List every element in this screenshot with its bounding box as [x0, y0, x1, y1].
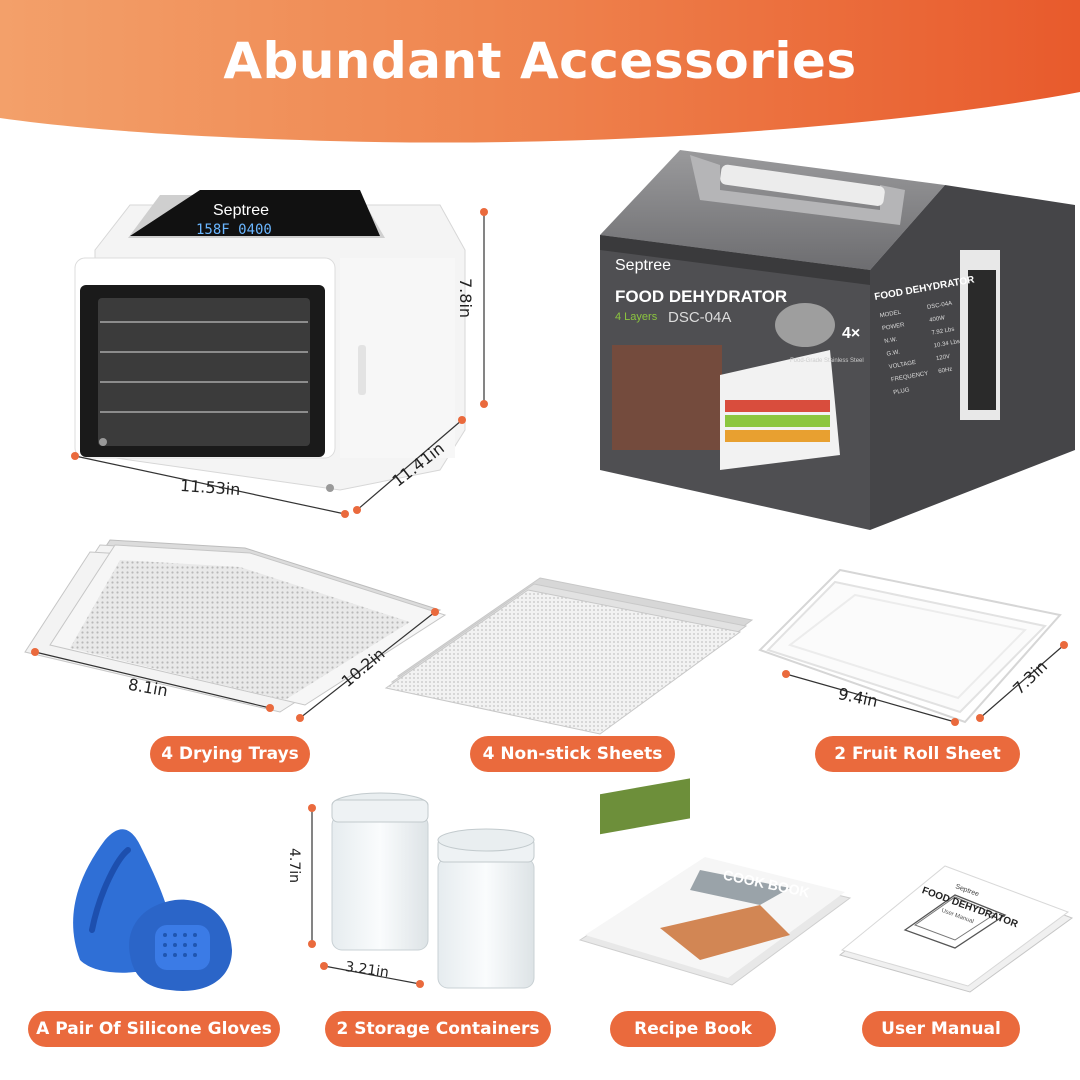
- box-spec-key: N.W.: [884, 337, 898, 345]
- box-spec-key: PLUG: [893, 387, 910, 396]
- recipe-book-image: [578, 778, 852, 986]
- box-spec-key: POWER: [882, 322, 906, 332]
- box-brand: Septree: [615, 257, 671, 274]
- dehydrator-brand: Septree: [213, 202, 269, 219]
- box-spec-value: 400W: [929, 315, 946, 324]
- label-fruit-roll-sheet: 2 Fruit Roll Sheet: [815, 736, 1020, 772]
- storage-containers-image: [331, 792, 535, 989]
- box-spec-value: 10.34 Lbs: [933, 339, 960, 349]
- box-image: [600, 150, 1075, 530]
- page-title: Abundant Accessories: [223, 32, 857, 90]
- fruit-dimension-lines: [785, 644, 1065, 723]
- box-spec-value: 120V: [936, 354, 951, 362]
- box-model: DSC-04A: [668, 309, 731, 326]
- box-tray-note: Food-Grade Stainless Steel: [790, 358, 864, 364]
- box-layers: 4 Layers: [615, 311, 658, 323]
- box-tray-count: 4×: [842, 325, 860, 342]
- box-spec-value: 7.92 Lbs: [931, 327, 955, 337]
- box-spec-value: DSC-04A: [927, 301, 953, 311]
- containers-dimension-lines: [311, 808, 421, 985]
- box-spec-value: 60Hz: [938, 367, 953, 375]
- dehydrator-height-label: 7.8in: [456, 278, 475, 319]
- label-recipe-book: Recipe Book: [610, 1011, 776, 1047]
- box-spec-key: G.W.: [886, 349, 901, 357]
- dehydrator-dimension-lines: [74, 212, 485, 515]
- fruit-roll-sheets-image: [758, 568, 1062, 724]
- gloves-image: [73, 829, 232, 991]
- trays-dimension-lines: [34, 611, 436, 719]
- containers-height-label: 4.7in: [286, 848, 302, 884]
- label-storage-containers: 2 Storage Containers: [325, 1011, 551, 1047]
- dehydrator-display: 158F 0400: [196, 222, 272, 238]
- label-silicone-gloves: A Pair Of Silicone Gloves: [28, 1011, 280, 1047]
- drying-trays-image: [24, 539, 447, 713]
- box-spec-key: VOLTAGE: [888, 360, 916, 371]
- box-product: FOOD DEHYDRATOR: [615, 287, 787, 306]
- label-user-manual: User Manual: [862, 1011, 1020, 1047]
- box-spec-key: MODEL: [879, 310, 902, 320]
- non-stick-sheets-image: [384, 577, 754, 735]
- label-drying-trays: 4 Drying Trays: [150, 736, 310, 772]
- dehydrator-image: [74, 190, 466, 492]
- user-manual-image: [838, 865, 1074, 993]
- label-non-stick-sheets: 4 Non-stick Sheets: [470, 736, 675, 772]
